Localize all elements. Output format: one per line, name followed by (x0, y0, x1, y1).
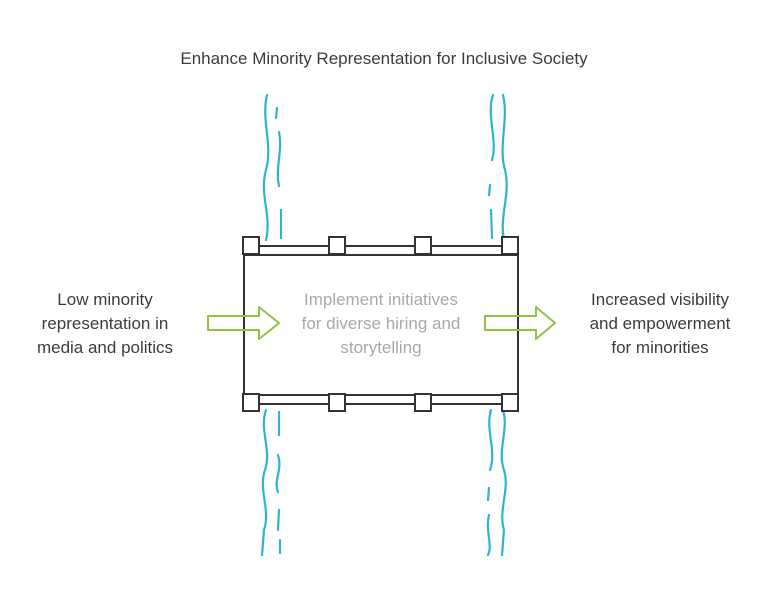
output-label: Increased visibility and empowerment for… (560, 288, 760, 360)
bridge-post-bottom-4 (501, 393, 519, 412)
river-left (260, 93, 283, 557)
bridge-post-top-3 (414, 236, 432, 255)
bridge-post-top-4 (501, 236, 519, 255)
input-label: Low minority representation in media and… (10, 288, 200, 360)
right-arrow-icon (484, 306, 556, 340)
river-left-stream-2 (274, 106, 283, 240)
output-label-line-3: for minorities (611, 338, 709, 357)
process-label-line-1: Implement initiatives (303, 290, 458, 309)
bridge-post-bottom-2 (328, 393, 346, 412)
left-arrow-icon (207, 306, 280, 340)
process-label: Implement initiatives for diverse hiring… (268, 288, 494, 360)
river-right (486, 93, 508, 557)
bridge-post-bottom-3 (414, 393, 432, 412)
river-left-stream-1 (262, 93, 270, 242)
river-left-stream-4 (275, 410, 282, 555)
input-label-line-1: Low minority (57, 290, 153, 309)
bridge (242, 236, 519, 412)
bridge-deck (243, 245, 519, 405)
output-label-line-1: Increased visibility (591, 290, 729, 309)
river-right-stream-3 (486, 408, 494, 557)
process-label-line-3: storytelling (340, 338, 422, 357)
river-right-stream-1 (487, 93, 495, 240)
input-label-line-2: representation in (41, 314, 169, 333)
output-label-line-2: and empowerment (589, 314, 731, 333)
bridge-post-top-2 (328, 236, 346, 255)
process-label-line-2: for diverse hiring and (301, 314, 461, 333)
river-right-stream-4 (500, 408, 507, 557)
river-right-stream-2 (501, 93, 508, 242)
bridge-post-bottom-1 (242, 393, 260, 412)
input-label-line-3: media and politics (36, 338, 174, 357)
diagram-title: Enhance Minority Representation for Incl… (180, 49, 588, 68)
river-left-stream-3 (260, 408, 269, 557)
bridge-post-top-1 (242, 236, 260, 255)
